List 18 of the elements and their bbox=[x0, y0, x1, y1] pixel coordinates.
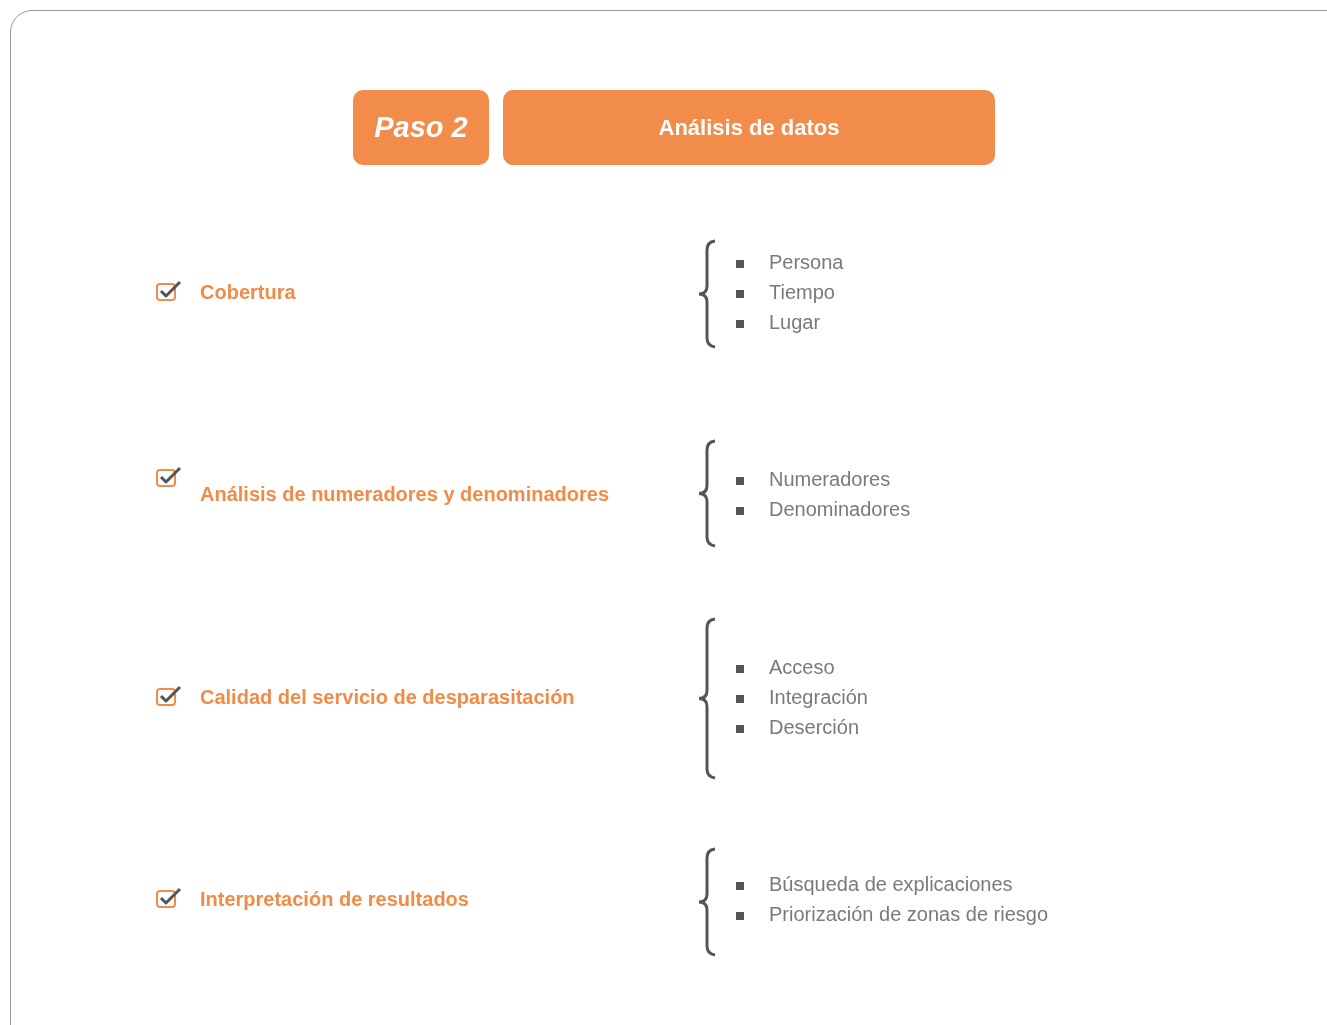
topic-heading: Interpretación de resultados bbox=[200, 887, 469, 911]
list-item: Denominadores bbox=[769, 497, 911, 521]
list-item: Integración bbox=[769, 685, 868, 709]
topic-heading: Cobertura bbox=[200, 280, 296, 304]
list-item: Tiempo bbox=[769, 280, 835, 304]
list-item: Persona bbox=[769, 250, 844, 274]
list-item: Búsqueda de explicaciones bbox=[769, 872, 1013, 896]
topic-heading: Análisis de numeradores y denominadores bbox=[200, 482, 609, 506]
header-text: Paso 2 bbox=[374, 111, 468, 144]
list-item: Priorización de zonas de riesgo bbox=[769, 902, 1049, 926]
header-box bbox=[353, 90, 489, 165]
list-item: Numeradores bbox=[769, 467, 891, 491]
header-text: Análisis de datos bbox=[658, 114, 840, 141]
header-box bbox=[503, 90, 995, 165]
topic-heading: Calidad del servicio de desparasitación bbox=[200, 685, 575, 709]
list-item: Lugar bbox=[769, 310, 821, 334]
list-item: Acceso bbox=[769, 655, 835, 679]
list-item: Deserción bbox=[769, 715, 860, 739]
